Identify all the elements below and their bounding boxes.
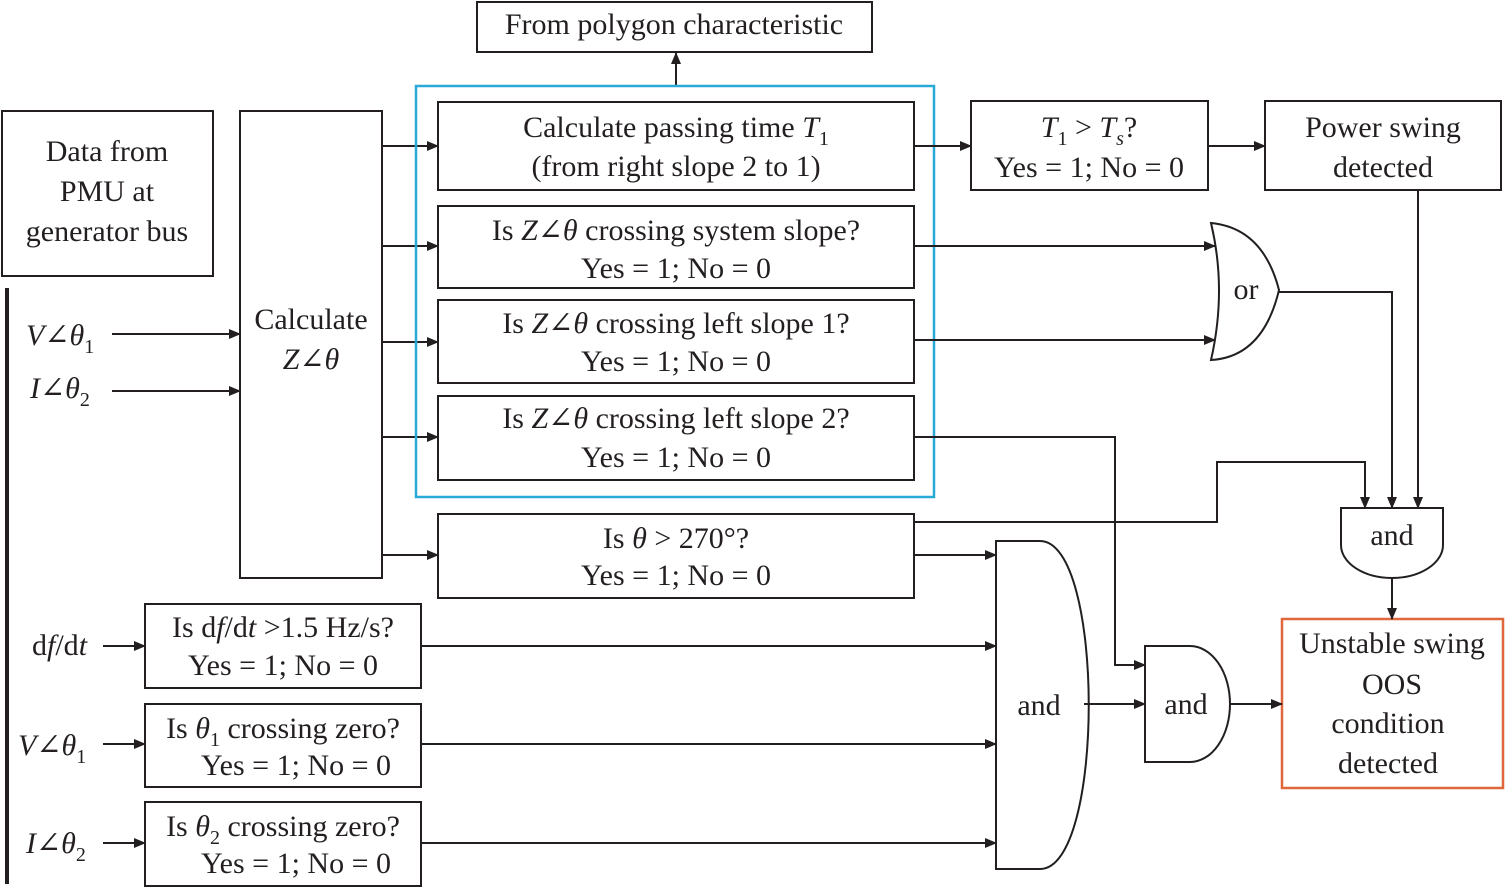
dfdt-check-box: Is df/dt >1.5 Hz/s? Yes = 1; No = 0 (144, 603, 422, 689)
left-slope-1-box: Is Z∠θ crossing left slope 1? Yes = 1; N… (437, 299, 915, 384)
and-gate-middle: and (1144, 645, 1231, 763)
polygon-characteristic-box: From polygon characteristic (476, 1, 873, 53)
and-gate-middle-label: and (1164, 688, 1207, 721)
theta-270-yes-no: Yes = 1; No = 0 (581, 559, 771, 592)
system-slope-question: Is Z∠θ crossing system slope? (492, 214, 860, 247)
passing-time-line-1: Calculate passing time T1 (523, 111, 829, 150)
left-slope-2-box: Is Z∠θ crossing left slope 2? Yes = 1; N… (437, 395, 915, 481)
theta2-zero-question: Is θ2 crossing zero? (166, 810, 400, 849)
pmu-data-box: Data from PMU at generator bus (1, 110, 214, 277)
left-slope-1-yes-no: Yes = 1; No = 0 (581, 345, 771, 378)
dfdt-check-question: Is df/dt >1.5 Hz/s? (172, 611, 394, 644)
t1-compare-question: T1 > Ts? (1041, 111, 1137, 150)
and-gate-big: and (995, 540, 1090, 870)
result-line-3: condition (1331, 707, 1444, 740)
input-i-theta2-b: I∠θ2 (25, 827, 86, 866)
or-gate-label: or (1234, 273, 1259, 306)
t1-compare-yes-no: Yes = 1; No = 0 (994, 151, 1184, 184)
theta2-zero-box: Is θ2 crossing zero? Yes = 1; No = 0 (144, 801, 422, 887)
power-swing-box: Power swing detected (1264, 100, 1502, 191)
theta-270-box: Is θ > 270°? Yes = 1; No = 0 (437, 513, 915, 599)
theta2-zero-yes-no: Yes = 1; No = 0 (201, 847, 391, 880)
theta-270-question: Is θ > 270°? (603, 522, 749, 555)
theta1-zero-yes-no: Yes = 1; No = 0 (201, 749, 391, 782)
input-v-theta1: V∠θ1 (26, 319, 94, 358)
unstable-swing-result-box: Unstable swing OOS condition detected (1280, 617, 1505, 790)
input-i-theta2: I∠θ2 (29, 372, 90, 411)
result-line-2: OOS (1362, 668, 1422, 701)
and-gate-top-label: and (1370, 519, 1413, 552)
input-v-theta1-b: V∠θ1 (18, 729, 86, 768)
t1-compare-box: T1 > Ts? Yes = 1; No = 0 (970, 100, 1209, 191)
result-line-4: detected (1338, 747, 1438, 780)
and-gate-top: and (1340, 507, 1444, 579)
pmu-line-3: generator bus (26, 215, 188, 248)
and-gate-big-label: and (1017, 689, 1060, 722)
left-slope-2-question: Is Z∠θ crossing left slope 2? (502, 402, 849, 435)
or-gate: or (1209, 221, 1281, 362)
theta-to-and-top-wire (914, 461, 1370, 523)
dfdt-check-yes-no: Yes = 1; No = 0 (188, 649, 378, 682)
passing-time-line-2: (from right slope 2 to 1) (531, 150, 820, 183)
power-swing-line-2: detected (1333, 151, 1433, 184)
z-theta-label: Z∠θ (283, 343, 340, 376)
passing-time-box: Calculate passing time T1 (from right sl… (437, 101, 915, 191)
left-slope-2-to-and-middle-wire (914, 436, 1146, 670)
polygon-characteristic-label: From polygon characteristic (505, 8, 843, 41)
result-line-1: Unstable swing (1299, 627, 1485, 660)
calculate-impedance-box: Calculate Z∠θ (239, 110, 383, 579)
system-slope-box: Is Z∠θ crossing system slope? Yes = 1; N… (437, 205, 915, 289)
pmu-line-1: Data from (46, 135, 168, 168)
left-slope-2-yes-no: Yes = 1; No = 0 (581, 441, 771, 474)
input-dfdt: df/dt (32, 629, 88, 662)
or-to-and-top-wire (1279, 291, 1397, 509)
polygon-check-group (414, 84, 936, 499)
power-swing-line-1: Power swing (1305, 111, 1461, 144)
theta1-zero-question: Is θ1 crossing zero? (166, 712, 400, 751)
left-slope-1-question: Is Z∠θ crossing left slope 1? (502, 307, 849, 340)
calculate-label: Calculate (254, 303, 367, 336)
pmu-line-2: PMU at (60, 175, 155, 208)
system-slope-yes-no: Yes = 1; No = 0 (581, 252, 771, 285)
theta1-zero-box: Is θ1 crossing zero? Yes = 1; No = 0 (144, 703, 422, 788)
